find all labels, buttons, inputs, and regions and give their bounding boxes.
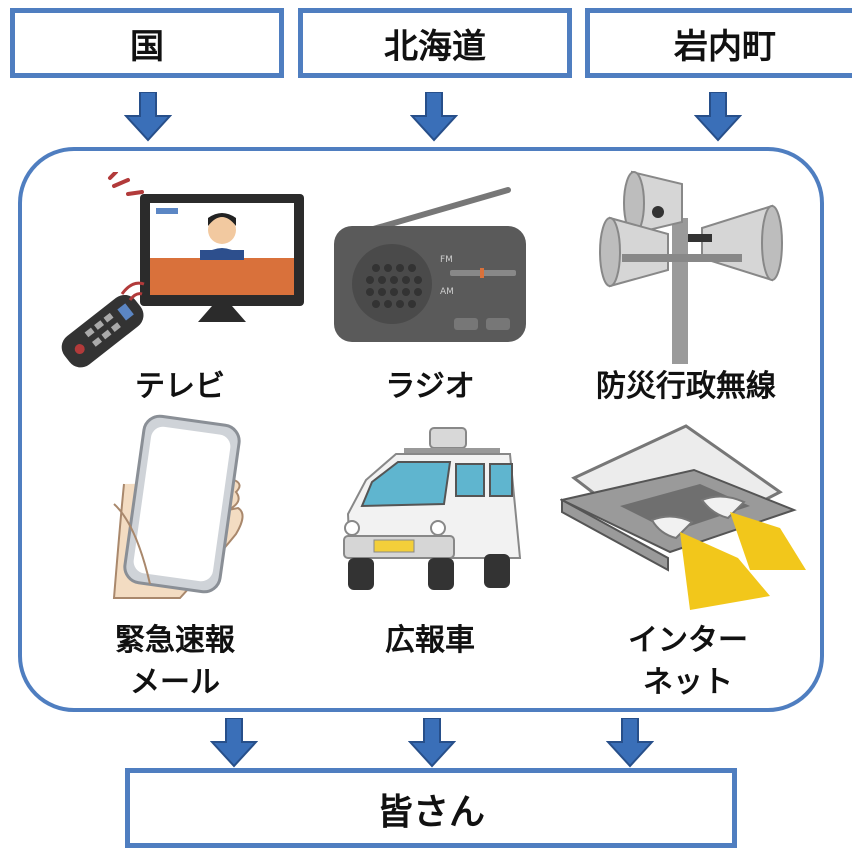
down-arrow-icon bbox=[124, 92, 172, 142]
destination-residents: 皆さん bbox=[125, 768, 737, 848]
caption-internet: インター ネット bbox=[598, 620, 778, 704]
caption-emergency-mail: 緊急速報 メール bbox=[90, 620, 260, 704]
radio-band-fm: FM bbox=[440, 255, 453, 265]
source-iwanai-town: 岩内町 bbox=[585, 8, 852, 78]
radio-icon: FM AM bbox=[334, 187, 526, 342]
caption-line: 緊急速報 bbox=[115, 623, 235, 658]
radio-band-am: AM bbox=[440, 287, 454, 297]
down-arrow-icon bbox=[408, 718, 456, 768]
caption-line: ネット bbox=[643, 665, 733, 700]
laptop-icon bbox=[560, 424, 806, 610]
down-arrow-icon bbox=[410, 92, 458, 142]
caption-pr-vehicle: 広報車 bbox=[385, 623, 475, 658]
caption-tv: テレビ bbox=[135, 369, 225, 404]
caption-line: メール bbox=[130, 665, 220, 700]
caption-disaster-radio: 防災行政無線 bbox=[596, 369, 776, 404]
source-hokkaido: 北海道 bbox=[298, 8, 572, 78]
caption-line: インター bbox=[628, 623, 748, 658]
loudspeaker-icon bbox=[599, 170, 783, 364]
down-arrow-icon bbox=[606, 718, 654, 768]
caption-radio: ラジオ bbox=[385, 369, 475, 404]
down-arrow-icon bbox=[210, 718, 258, 768]
smartphone-icon bbox=[112, 414, 244, 599]
source-national: 国 bbox=[10, 8, 284, 78]
down-arrow-icon bbox=[694, 92, 742, 142]
tv-icon bbox=[61, 172, 304, 368]
van-icon bbox=[343, 427, 522, 590]
